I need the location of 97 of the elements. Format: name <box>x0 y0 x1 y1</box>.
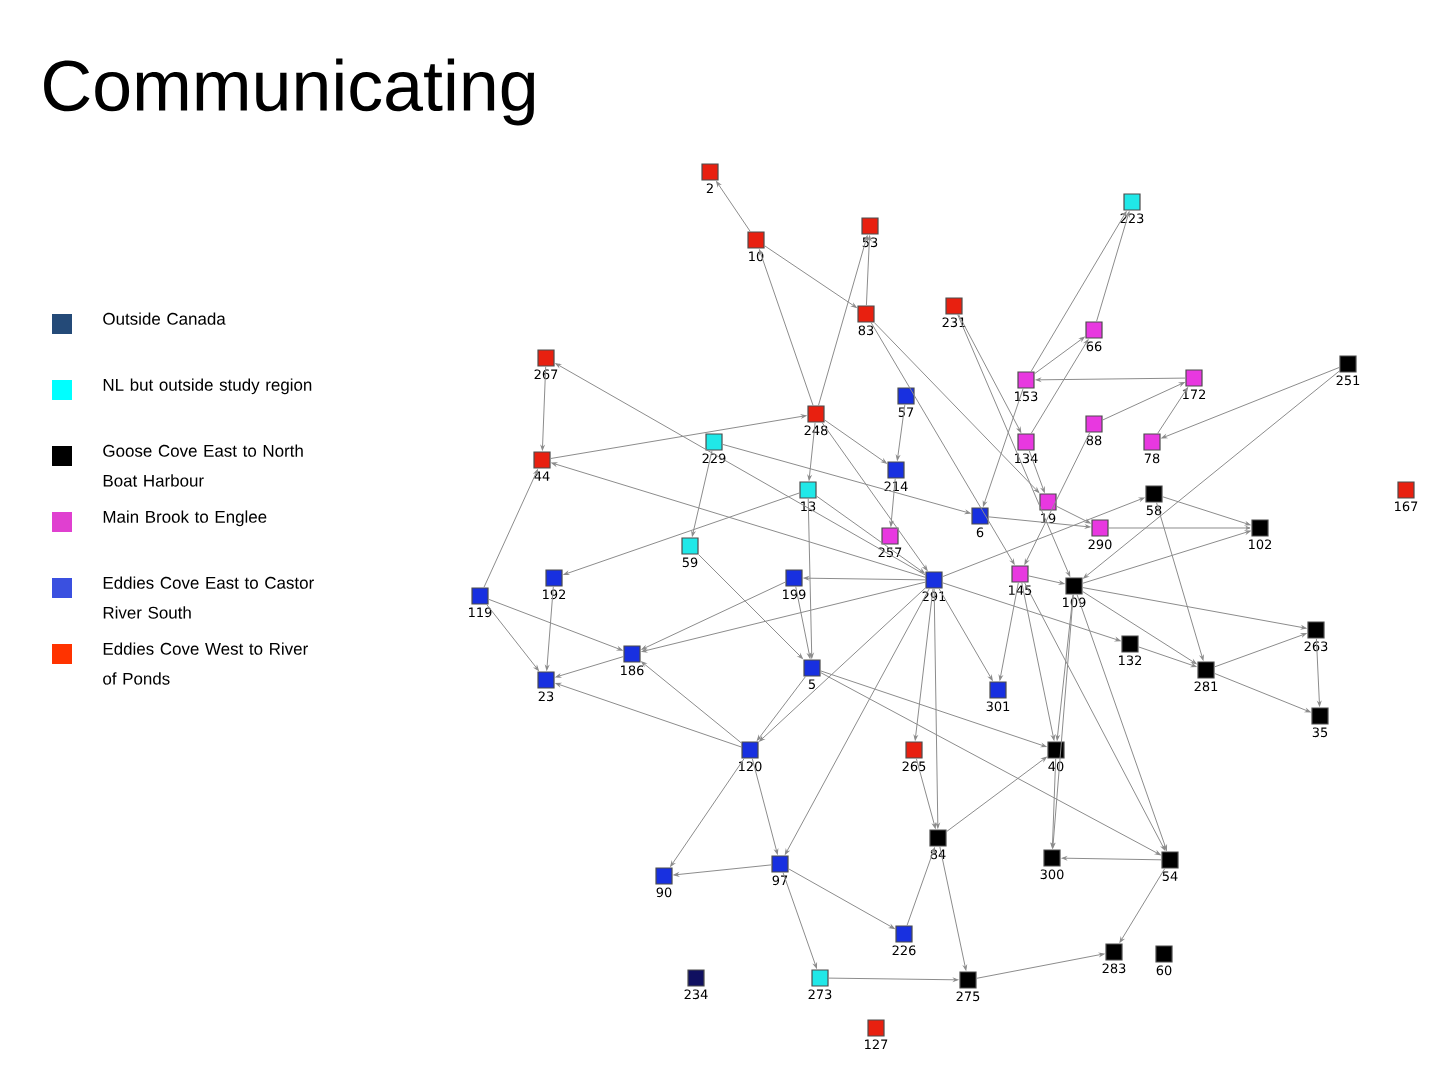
arrow <box>915 758 937 829</box>
arrow <box>673 864 772 877</box>
arrow <box>788 868 895 929</box>
arrow <box>555 363 926 576</box>
arrow <box>998 582 1019 681</box>
arrow <box>691 450 713 537</box>
arrow <box>1051 594 1074 849</box>
arrow <box>1030 339 1089 434</box>
arrow <box>1214 633 1307 668</box>
arrow <box>1096 211 1130 322</box>
arrow <box>483 469 538 588</box>
arrow <box>807 498 814 659</box>
arrow <box>889 478 896 527</box>
legend-text: Eddies Cove West to River of Ponds <box>103 642 308 685</box>
arrow <box>982 388 1024 507</box>
arrow <box>1076 594 1168 851</box>
legend-text: Main Brook to Englee <box>103 510 267 527</box>
arrow <box>933 588 940 829</box>
arrow <box>865 235 872 306</box>
arrow <box>807 422 816 481</box>
arrow <box>550 414 807 460</box>
arrow <box>782 872 818 969</box>
arrow <box>818 235 868 406</box>
arrow <box>1028 575 1065 585</box>
arrow <box>551 462 926 578</box>
arrow <box>563 492 800 576</box>
arrow <box>756 676 806 741</box>
arrow <box>1102 382 1185 421</box>
arrow <box>670 758 745 867</box>
arrow <box>942 582 1121 642</box>
legend-text: NL but outside study region <box>103 378 312 395</box>
arrow <box>555 682 742 748</box>
arrow <box>821 422 928 571</box>
title: Communicating <box>44 58 534 126</box>
arrow <box>1035 377 1186 382</box>
arrow <box>1315 638 1322 707</box>
legend-text: Outside Canada <box>103 312 226 325</box>
arrow <box>1083 370 1340 579</box>
arrow <box>1162 496 1251 526</box>
arrow <box>896 404 906 461</box>
arrow <box>1138 646 1197 668</box>
arrow <box>1157 387 1189 434</box>
arrow <box>816 495 925 574</box>
arrow <box>488 598 623 651</box>
arrow <box>1119 868 1166 943</box>
arrow <box>1055 594 1074 741</box>
arrow <box>759 587 926 742</box>
arrow <box>751 758 779 855</box>
arrow <box>758 249 814 406</box>
arrow <box>1034 336 1085 375</box>
arrow <box>1082 590 1197 665</box>
arrow <box>1024 582 1166 851</box>
arrow <box>545 586 554 671</box>
arrow <box>820 670 1047 748</box>
arrow <box>939 846 967 971</box>
arrow <box>795 586 812 659</box>
arrow <box>540 366 547 451</box>
arrow <box>1061 856 1162 861</box>
arrow <box>784 588 930 855</box>
arrow <box>938 588 993 681</box>
arrow <box>957 314 1071 577</box>
arrow <box>976 952 1105 979</box>
arrow <box>873 322 1040 493</box>
arrow <box>803 576 926 581</box>
arrow <box>906 847 935 926</box>
arrow <box>716 181 751 232</box>
arrow <box>1030 211 1127 372</box>
arrow <box>1056 505 1091 524</box>
arrow <box>555 656 624 678</box>
arrow <box>1214 672 1311 713</box>
arrow <box>1156 502 1204 661</box>
arrow <box>942 497 1145 578</box>
arrow <box>958 314 1022 433</box>
arrow <box>1108 526 1251 530</box>
arrow <box>913 588 934 741</box>
arrow <box>1082 587 1307 630</box>
arrow <box>828 977 959 982</box>
arrow <box>988 516 1091 529</box>
legend-text: Goose Cove East to North Boat Harbour <box>103 444 303 487</box>
arrow <box>764 245 857 308</box>
arrow <box>870 322 1015 565</box>
arrow <box>698 554 803 659</box>
arrow <box>1028 450 1045 493</box>
arrow <box>1021 582 1056 741</box>
arrow <box>1161 366 1340 439</box>
arrow <box>486 604 539 671</box>
arrow <box>824 419 887 464</box>
arrow <box>641 581 926 653</box>
arrow <box>641 581 786 650</box>
arrow <box>1082 530 1251 584</box>
arrow <box>820 672 1161 856</box>
arrow <box>1050 758 1057 849</box>
arrow <box>1024 432 1091 565</box>
arrow <box>641 661 742 744</box>
arrow <box>946 756 1047 833</box>
legend-text: Eddies Cove East to Castor River South <box>103 576 314 619</box>
arrow <box>722 443 971 514</box>
